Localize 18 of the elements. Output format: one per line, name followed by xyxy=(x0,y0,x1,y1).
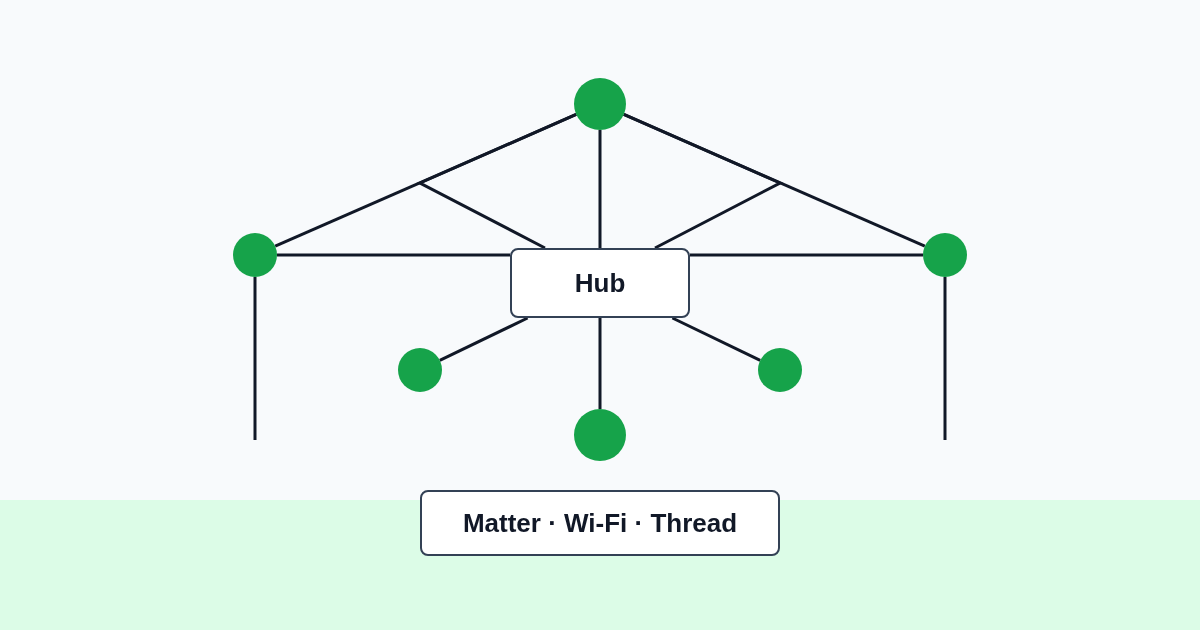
device-circle xyxy=(758,348,802,392)
open-line xyxy=(253,277,257,440)
device-circle xyxy=(398,348,442,392)
device-circle xyxy=(923,233,967,277)
device-circle xyxy=(233,233,277,277)
connector-line xyxy=(671,316,761,362)
hub-box: Hub xyxy=(510,248,690,318)
connector-line xyxy=(416,113,577,250)
open-line xyxy=(943,277,947,440)
connector-line xyxy=(598,318,602,409)
connector-line xyxy=(439,316,529,362)
protocol-box: Matter · Wi-Fi · Thread xyxy=(420,490,780,556)
device-circle xyxy=(574,409,626,461)
connector-line xyxy=(623,113,784,250)
connector-line xyxy=(598,130,602,248)
device-circle xyxy=(574,78,626,130)
connector-line xyxy=(690,253,923,257)
connector-line xyxy=(277,253,510,257)
